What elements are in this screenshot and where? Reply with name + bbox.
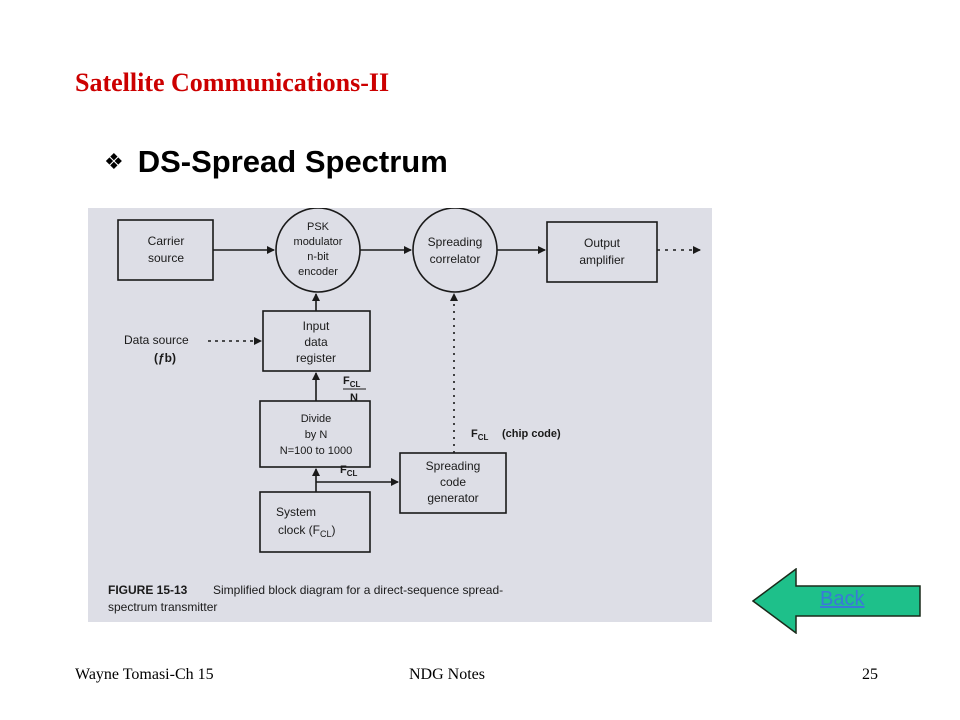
heading-row: ❖ DS-Spread Spectrum: [104, 140, 448, 184]
fcl-clock-label: FCL: [340, 464, 358, 478]
footer-course: NDG Notes: [409, 666, 485, 683]
block-diagram-figure: Carrier source PSK modulator n-bit encod…: [88, 208, 712, 622]
generator-label-3: generator: [427, 491, 478, 505]
block-diagram-svg: Carrier source PSK modulator n-bit encod…: [108, 208, 701, 614]
system-clock-box: [259, 491, 371, 553]
back-arrow-shape: [752, 568, 921, 634]
footer-author: Wayne Tomasi-Ch 15: [75, 666, 214, 683]
amplifier-label-2: amplifier: [579, 253, 624, 267]
output-amplifier-box: [546, 221, 658, 283]
chip-code-label: (chip code): [502, 428, 561, 440]
slide-title: Satellite Communications-II: [75, 68, 390, 97]
amplifier-label-1: Output: [584, 236, 621, 250]
back-button[interactable]: Back: [752, 568, 922, 634]
back-link-label[interactable]: Back: [820, 588, 865, 610]
clock-label-2: clock (FCL): [278, 523, 336, 539]
psk-label-3: n-bit: [307, 251, 328, 263]
data-source-label: Data source: [124, 333, 189, 347]
psk-label-4: encoder: [298, 266, 338, 278]
code-generator-box: [399, 452, 507, 514]
diamond-bullet-icon: ❖: [104, 149, 124, 174]
spreading-correlator-circle: [412, 208, 498, 293]
fcl-n-denominator: N: [350, 392, 358, 404]
correlator-label-2: correlator: [430, 252, 481, 266]
caption-line-2: spectrum transmitter: [108, 600, 217, 614]
back-arrow-icon: [752, 568, 921, 634]
register-label-1: Input: [303, 319, 330, 333]
psk-label-2: modulator: [294, 236, 343, 248]
carrier-label-1: Carrier: [148, 234, 185, 248]
data-source-rate: (ƒb): [154, 351, 176, 365]
divider-label-2: by N: [305, 429, 328, 441]
carrier-source-box: [117, 219, 214, 281]
generator-label-2: code: [440, 475, 466, 489]
footer-page-number: 25: [862, 666, 878, 683]
register-label-3: register: [296, 351, 336, 365]
slide-heading: DS-Spread Spectrum: [137, 144, 448, 179]
correlator-label-1: Spreading: [428, 235, 483, 249]
psk-label-1: PSK: [307, 221, 330, 233]
divider-label-1: Divide: [301, 413, 332, 425]
divide-by-n-box: [259, 400, 371, 468]
register-label-2: data: [304, 335, 328, 349]
carrier-label-2: source: [148, 251, 184, 265]
divider-label-3: N=100 to 1000: [280, 445, 352, 457]
generator-label-1: Spreading: [426, 459, 481, 473]
fcl-chip-label: FCL: [471, 428, 489, 442]
caption-figure-number: FIGURE 15-13: [108, 583, 188, 597]
fcl-n-numerator: FCL: [343, 375, 361, 389]
caption-line-1: Simplified block diagram for a direct-se…: [213, 583, 503, 597]
clock-label-1: System: [276, 505, 316, 519]
